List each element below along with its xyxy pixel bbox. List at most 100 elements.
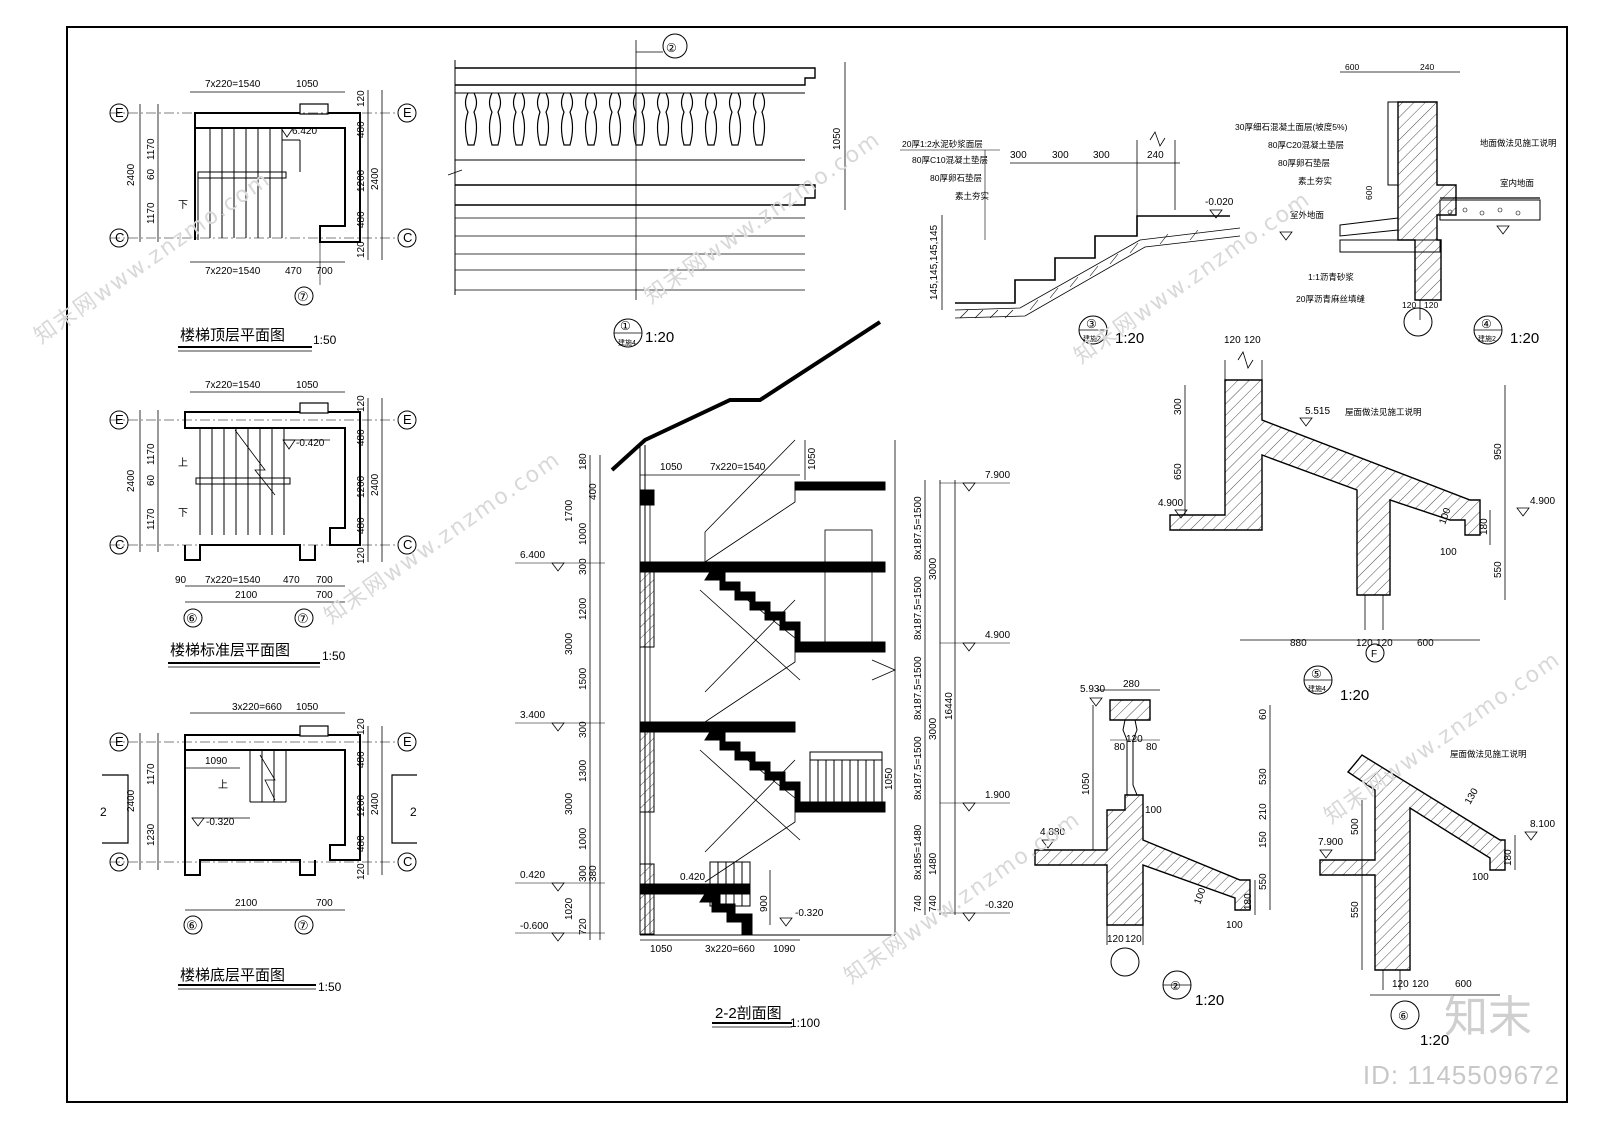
elevation: 1.900 xyxy=(985,790,1010,801)
detail-4-foundation xyxy=(1279,71,1541,345)
detail-6-roof xyxy=(1319,754,1538,1030)
plan-title: 楼梯顶层平面图 xyxy=(180,327,285,344)
dim: 1170 xyxy=(146,763,157,785)
top-dim: 600 xyxy=(1345,62,1359,72)
axis-c: C xyxy=(403,537,412,552)
detail-1-balustrade xyxy=(447,33,846,348)
dim: 550 xyxy=(1258,873,1269,890)
dim: 180 xyxy=(578,453,589,470)
dim: 120 xyxy=(1412,979,1429,990)
dim: 2400 xyxy=(126,789,137,812)
dim: 1050 xyxy=(296,79,319,90)
dim: 180 xyxy=(1503,849,1514,866)
dim: 7x220=1540 xyxy=(205,380,261,391)
dim: 8x187.5=1500 xyxy=(913,736,924,800)
dim: 2400 xyxy=(370,473,381,496)
dim: 3000 xyxy=(564,632,575,655)
wall-dim: 120 xyxy=(1424,300,1438,310)
up-label: 上 xyxy=(178,457,188,469)
eave-dim: 100 xyxy=(1226,920,1243,931)
dim: 1000 xyxy=(578,827,589,850)
total-dim: 16440 xyxy=(944,692,955,720)
dim: 2400 xyxy=(370,167,381,190)
detail-scale: 1:20 xyxy=(1420,1032,1449,1049)
detail-1-texts: ② 1050 ① 建施4 1:20 xyxy=(618,41,843,347)
dim: 1050 xyxy=(650,944,673,955)
dim: 60 xyxy=(146,474,157,486)
dim: 3x220=660 xyxy=(705,944,755,955)
dim: 700 xyxy=(316,898,333,909)
dim: 300 xyxy=(578,865,589,882)
dim: 550 xyxy=(1350,901,1361,918)
dim: 60 xyxy=(1258,708,1269,720)
dim: 1050 xyxy=(807,447,818,470)
dim: 700 xyxy=(316,266,333,277)
slab-dim: 100 xyxy=(1192,886,1208,906)
detail-5-eave xyxy=(1169,351,1530,695)
dim: 880 xyxy=(1290,638,1307,649)
dim: 300 xyxy=(1173,398,1184,415)
axis-7: ⑦ xyxy=(297,611,309,626)
dim: 1200 xyxy=(356,169,367,192)
dim: 480 xyxy=(356,121,367,138)
left-dim: 600 xyxy=(1364,186,1374,200)
sheet-ref: 建施2 xyxy=(1083,334,1101,343)
indoor-label: 室内地面 xyxy=(1500,178,1535,188)
dim: 1000 xyxy=(578,522,589,545)
axis-e: E xyxy=(115,105,124,120)
elevation: -0.320 xyxy=(985,900,1014,911)
plan-standard-texts: 7x220=1540 1050 90 7x220=1540 470 700 21… xyxy=(115,380,412,663)
dim: 1500 xyxy=(578,667,589,690)
dim: 650 xyxy=(1173,463,1184,480)
dim: 480 xyxy=(356,835,367,852)
dim: 700 xyxy=(316,575,333,586)
detail-mark: ② xyxy=(1170,979,1181,993)
dim: 1050 xyxy=(1081,772,1092,795)
layer-label: 素土夯实 xyxy=(955,191,989,201)
dim: 530 xyxy=(1258,768,1269,785)
dim: 8x185=1480 xyxy=(913,824,924,880)
tread-dim: 300 xyxy=(1093,150,1110,161)
detail-5-texts: 120 120 300 650 4.900 5.515 4.900 屋面做法见施… xyxy=(1158,335,1555,704)
plan-top-texts: 7x220=1540 1050 7x220=1540 470 700 2400 … xyxy=(115,79,412,347)
dim: 600 xyxy=(1455,979,1472,990)
down-label: 下 xyxy=(178,200,188,211)
layer-label: 20厚1:2水泥砂浆面层 xyxy=(902,139,983,149)
elevation: 6.400 xyxy=(520,550,545,561)
section-scale: 1:100 xyxy=(790,1016,820,1030)
layer-label: 素土夯实 xyxy=(1298,176,1332,186)
dim: 1170 xyxy=(146,508,157,530)
wall-dim: 120 xyxy=(1402,300,1416,310)
inner-label: 0.420 xyxy=(680,872,705,883)
dim: 1090 xyxy=(205,756,228,767)
dim: 480 xyxy=(356,211,367,228)
dim: 600 xyxy=(1417,638,1434,649)
tread-dim: 300 xyxy=(1052,150,1069,161)
detail-mark: ① xyxy=(620,319,631,333)
dim: 8x187.5=1500 xyxy=(913,496,924,560)
dim: 7x220=1540 xyxy=(205,575,261,586)
plan-ground-floor xyxy=(102,712,417,935)
tread-dim: 240 xyxy=(1147,150,1164,161)
elevation: -0.600 xyxy=(520,921,549,932)
riser-dims: 145,145,145,145 xyxy=(929,224,940,300)
dim: 120 xyxy=(1224,335,1241,346)
plan-standard-floor xyxy=(109,391,417,628)
detail-scale: 1:20 xyxy=(1510,330,1539,347)
watermark-id: ID: 1145509672 xyxy=(1362,1060,1560,1090)
dim: 120 xyxy=(1356,638,1373,649)
dim: 950 xyxy=(1493,443,1504,460)
dim: 3000 xyxy=(928,557,939,580)
axis-e: E xyxy=(403,105,412,120)
dim: 300 xyxy=(578,721,589,738)
dim: 740 xyxy=(928,895,939,912)
elevation: 8.100 xyxy=(1530,819,1555,830)
dim: 480 xyxy=(356,517,367,534)
section-title: 2-2剖面图 xyxy=(715,1005,782,1022)
detail-4-texts: 600 240 30厚细石混凝土面层(坡度5%) 80厚C20混凝土垫层 80厚… xyxy=(1235,62,1557,347)
axis-c: C xyxy=(403,854,412,869)
dim: 120 xyxy=(356,241,367,258)
dim: 1700 xyxy=(564,499,575,522)
dim: 180 xyxy=(1243,893,1254,910)
dim: 740 xyxy=(913,895,924,912)
